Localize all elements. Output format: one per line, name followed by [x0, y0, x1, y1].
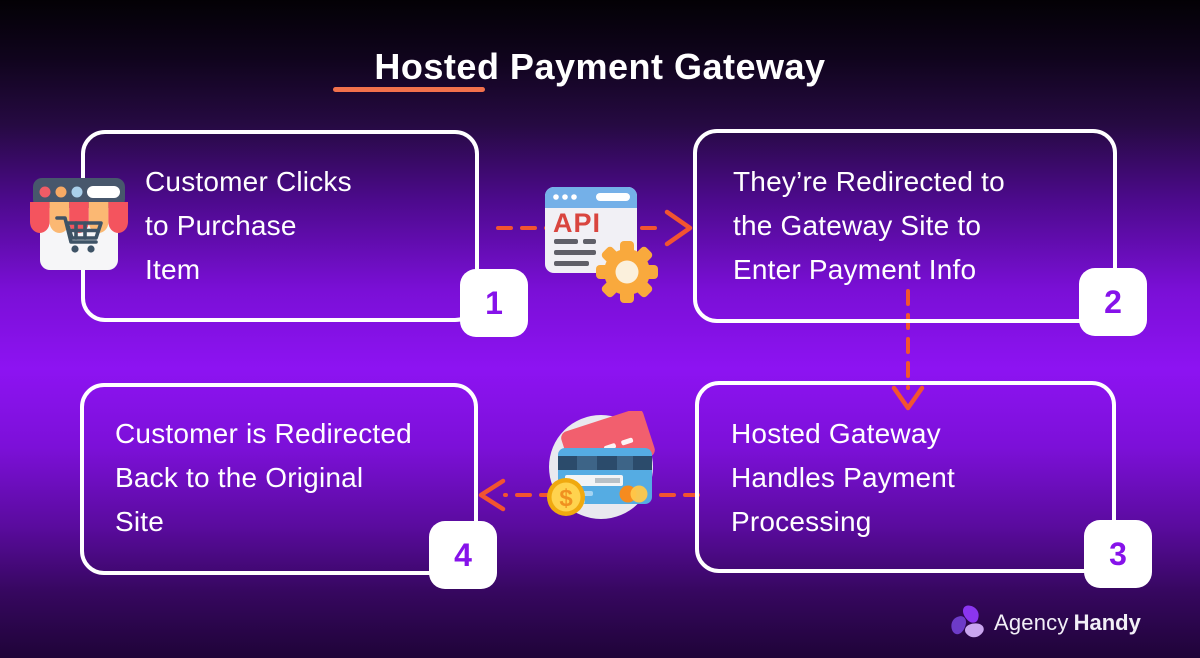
title-underline-accent [333, 87, 485, 92]
api-browser-gear-icon: API [545, 187, 658, 303]
step-3-text: Hosted Gateway Handles Payment Processin… [731, 412, 955, 544]
step-text-line: Back to the Original [115, 462, 364, 493]
page-title: Hosted Payment Gateway [374, 46, 826, 87]
gear-icon [596, 241, 658, 303]
step-text-line: Item [145, 254, 201, 285]
step-text-line: Processing [731, 506, 872, 537]
credit-cards-coin-icon: $ [547, 411, 655, 519]
step-number: 2 [1104, 283, 1122, 320]
arrowhead-down-icon [891, 385, 925, 411]
step-1-text: Customer Clicks to Purchase Item [145, 160, 352, 292]
step-number-badge-1: 1 [460, 269, 528, 337]
dollar-coin-icon: $ [547, 478, 585, 516]
agency-handy-pinwheel-logo [951, 605, 984, 638]
step-card-4 [80, 383, 478, 575]
step-text-line: Handles Payment [731, 462, 956, 493]
brand-name-second: Handy [1073, 610, 1141, 635]
step-text-line: Hosted Gateway [731, 418, 941, 449]
storefront-cart-icon [30, 178, 128, 270]
step-text-line: to Purchase [145, 210, 297, 241]
step-text-line: Site [115, 506, 165, 537]
brand-name-first: Agency [994, 610, 1069, 635]
step-number-badge-2: 2 [1079, 268, 1147, 336]
step-card-3 [695, 381, 1116, 573]
arrowhead-left-icon [478, 478, 506, 512]
step-text-line: They’re Redirected to [733, 166, 1005, 197]
arrow-down-connector [891, 289, 925, 411]
step-text-line: Customer Clicks [145, 166, 352, 197]
dollar-symbol: $ [559, 485, 573, 512]
shopping-cart-icon [55, 216, 103, 244]
step-number: 3 [1109, 535, 1127, 572]
step-number-badge-3: 3 [1084, 520, 1152, 588]
step-text-line: Customer is Redirected [115, 418, 412, 449]
step-text-line: Enter Payment Info [733, 254, 977, 285]
brand-footer: Agency Handy [950, 605, 1141, 641]
step-number: 4 [454, 536, 472, 573]
step-number: 1 [485, 284, 503, 321]
step-number-badge-4: 4 [429, 521, 497, 589]
arrowhead-right-icon [664, 209, 693, 247]
step-2-text: They’re Redirected to the Gateway Site t… [733, 160, 1005, 292]
step-card-2 [693, 129, 1117, 323]
api-label: API [553, 208, 601, 238]
step-4-text: Customer is Redirected Back to the Origi… [115, 412, 412, 544]
step-text-line: the Gateway Site to [733, 210, 982, 241]
